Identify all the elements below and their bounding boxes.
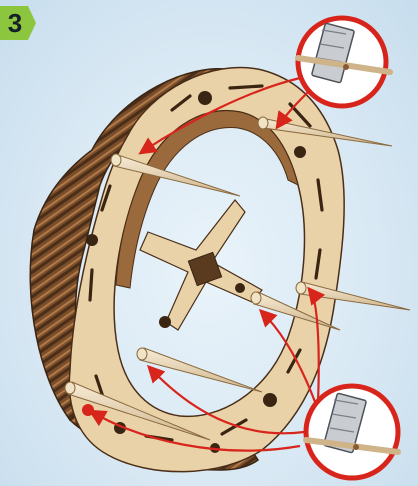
callout-bottom — [306, 386, 398, 478]
target-marker — [82, 404, 94, 416]
callout-top — [298, 18, 390, 106]
peg-center-low — [140, 348, 262, 392]
